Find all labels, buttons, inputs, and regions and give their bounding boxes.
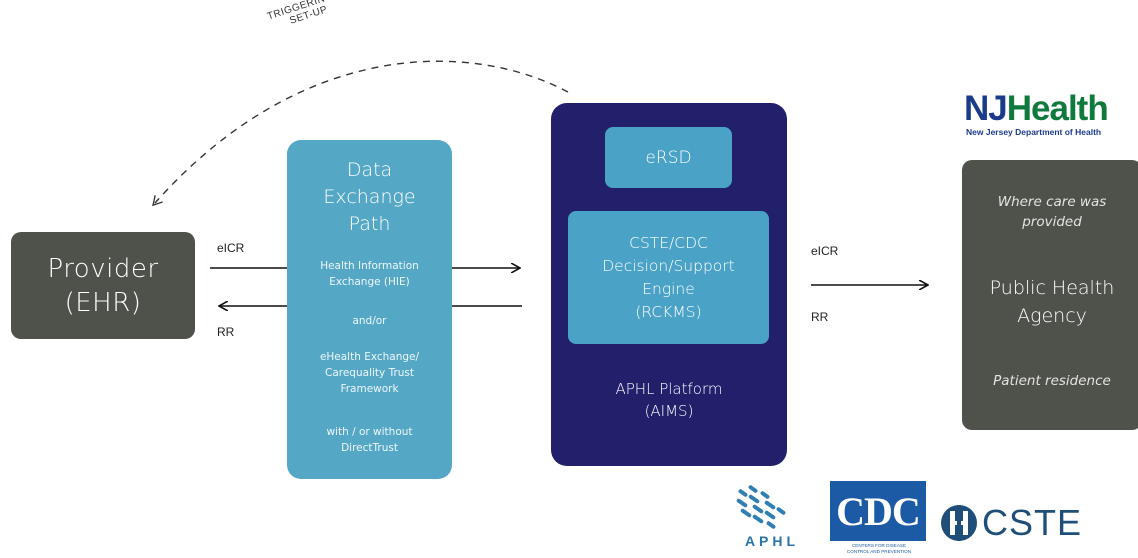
directtrust-option: with / or without DirectTrust bbox=[295, 424, 444, 456]
title-line: Path bbox=[348, 213, 391, 235]
aphl-logo-mark bbox=[736, 485, 786, 529]
directtrust-line: with / or without bbox=[326, 426, 413, 438]
aims-line: (AIMS) bbox=[644, 402, 694, 420]
title-line: Exchange bbox=[323, 186, 416, 208]
cdc-tagline-line: CONTROL AND PREVENTION bbox=[846, 548, 912, 554]
cste-logo-icon bbox=[941, 505, 977, 541]
patient-residence: Patient residence bbox=[993, 373, 1111, 389]
cdc-tagline-line: CENTERS FOR DISEASE bbox=[851, 543, 907, 548]
agency-title-line: Agency bbox=[1017, 305, 1087, 327]
nj-health-wordmark: NJHealth bbox=[964, 89, 1109, 128]
ehealth-line: eHealth Exchange/ bbox=[319, 351, 420, 363]
provider-ehr-box: Provider (EHR) bbox=[11, 232, 195, 339]
aphl-logo-text: APHL bbox=[744, 533, 800, 549]
where-care-line: provided bbox=[1022, 214, 1082, 230]
health-text: Health bbox=[1006, 89, 1109, 128]
left-eicr-label: eICR bbox=[217, 241, 245, 255]
right-eicr-label: eICR bbox=[811, 244, 839, 258]
cdc-logo: CDC CENTERS FOR DISEASE CONTROL AND PREV… bbox=[830, 481, 928, 556]
engine-line: Engine bbox=[642, 279, 695, 298]
engine-line: CSTE/CDC bbox=[629, 233, 708, 252]
data-exchange-path-title: Data Exchange Path bbox=[287, 157, 452, 238]
provider-label: Provider bbox=[47, 253, 159, 284]
cste-logo-text: CSTE bbox=[982, 502, 1083, 543]
directtrust-line: DirectTrust bbox=[341, 442, 398, 454]
hie-line: Health Information bbox=[320, 260, 419, 272]
decision-support-engine-box: CSTE/CDC Decision/Support Engine (RCKMS) bbox=[568, 211, 769, 344]
title-line: Data bbox=[346, 159, 393, 181]
and-or-text: and/or bbox=[352, 315, 387, 327]
cdc-logo-mark: CDC bbox=[830, 481, 926, 541]
where-care-provided: Where care was provided bbox=[962, 192, 1138, 232]
cste-logo: CSTE bbox=[938, 500, 1088, 548]
ehealth-option: eHealth Exchange/ Carequality Trust Fram… bbox=[295, 349, 444, 397]
aphl-platform-line: APHL Platform bbox=[615, 380, 723, 398]
left-rr-label: RR bbox=[217, 325, 235, 339]
nj-text: NJ bbox=[964, 89, 1008, 128]
ehr-label: (EHR) bbox=[64, 287, 142, 318]
public-health-agency-box: Where care was provided Public Health Ag… bbox=[962, 160, 1138, 430]
aphl-platform-label: APHL Platform (AIMS) bbox=[551, 378, 787, 422]
ehealth-line: Framework bbox=[340, 383, 399, 395]
public-health-agency-title: Public Health Agency bbox=[962, 274, 1138, 330]
aphl-logo: APHL bbox=[728, 485, 816, 555]
agency-title-line: Public Health bbox=[989, 277, 1115, 299]
nj-health-logo: NJHealth New Jersey Department of Health bbox=[964, 90, 1138, 142]
engine-line: (RCKMS) bbox=[635, 302, 702, 321]
data-exchange-path-box: Data Exchange Path Health Information Ex… bbox=[287, 140, 452, 479]
where-care-line: Where care was bbox=[997, 194, 1107, 210]
right-rr-label: RR bbox=[811, 310, 829, 324]
ersd-label: eRSD bbox=[645, 147, 692, 168]
ersd-box: eRSD bbox=[605, 127, 732, 188]
hie-option: Health Information Exchange (HIE) bbox=[295, 258, 444, 290]
cdc-tagline: CENTERS FOR DISEASE CONTROL AND PREVENTI… bbox=[830, 543, 928, 554]
hie-line: Exchange (HIE) bbox=[329, 276, 410, 288]
nj-health-subtitle: New Jersey Department of Health bbox=[966, 127, 1102, 137]
ehealth-line: Carequality Trust bbox=[325, 367, 414, 379]
engine-line: Decision/Support bbox=[602, 256, 735, 275]
